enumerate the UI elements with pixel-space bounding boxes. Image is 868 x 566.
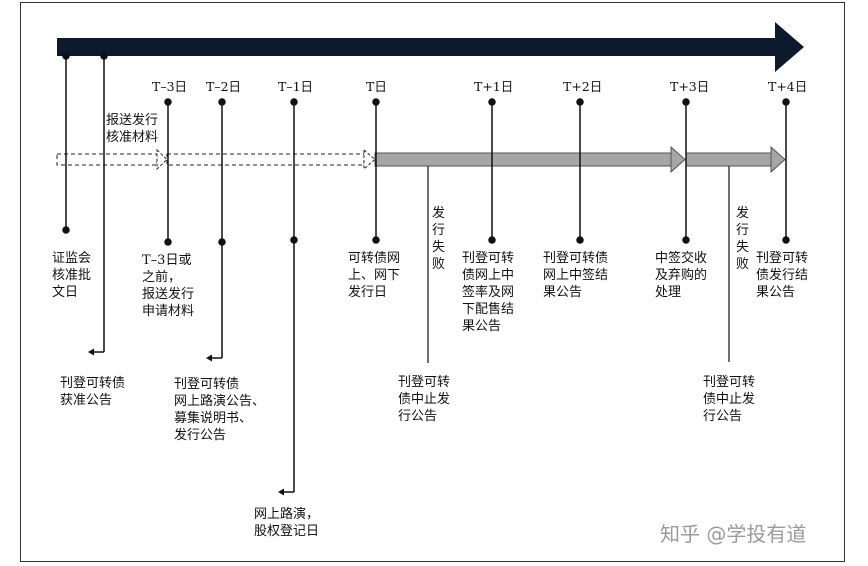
watermark: 知乎 @学投有道: [660, 522, 807, 546]
tick-t-minus-3: T–3日: [152, 79, 188, 94]
label-t1-rate: 刊登可转 债网上中 签率及网 下配售结 果公告: [462, 251, 515, 334]
label-issue-day: 可转债网 上、网下 发行日: [348, 251, 401, 300]
dashed-pre-issue-arrow: [56, 148, 376, 171]
label-t4-result: 刊登可转 债发行结 果公告: [756, 251, 809, 300]
tick-t-minus-2: T–2日: [206, 79, 242, 94]
tick-t-minus-1: T–1日: [278, 79, 314, 94]
label-t2-result: 刊登可转债 网上中签结 果公告: [543, 251, 609, 300]
diagram-frame: [20, 2, 845, 562]
tick-t: T日: [366, 79, 387, 94]
label-csrc-approval: 证监会 核准批 文日: [52, 251, 92, 300]
label-approval-announcement: 刊登可转债 获准公告: [60, 376, 126, 408]
main-timeline-arrow: [57, 22, 804, 72]
label-fail-1: 发行失败: [432, 206, 446, 272]
tick-t-plus-1: T+1日: [474, 79, 514, 94]
label-fail-2: 发行失败: [736, 206, 750, 272]
label-t3-payment: 中签交收 及弃购的 处理: [655, 251, 708, 300]
label-roadshow-announcement: 刊登可转债 网上路演公告、 募集说明书、 发行公告: [174, 377, 266, 443]
label-roadshow-record: 网上路演， 股权登记日: [254, 507, 320, 539]
label-suspend-2: 刊登可转 债中止发 行公告: [703, 375, 756, 424]
label-suspend-1: 刊登可转 债中止发 行公告: [398, 375, 451, 424]
label-submit-materials: 报送发行 核准材料: [106, 113, 159, 145]
tick-t-plus-4: T+4日: [768, 79, 808, 94]
label-t3-before: T–3日或 之前， 报送发行 申请材料: [142, 253, 195, 319]
tick-t-plus-2: T+2日: [563, 79, 603, 94]
tick-t-plus-3: T+3日: [670, 79, 710, 94]
